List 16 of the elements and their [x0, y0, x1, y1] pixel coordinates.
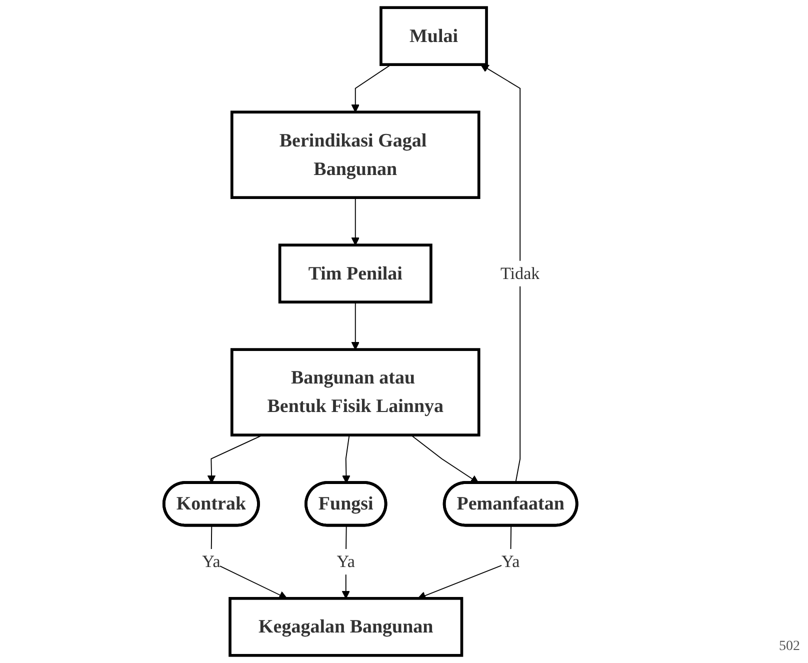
page-number: 502	[779, 639, 800, 655]
edge-label: Ya	[501, 552, 520, 571]
arrow	[410, 434, 478, 484]
edge-label: Ya	[336, 552, 355, 571]
arrow	[350, 197, 360, 246]
edge-label: Ya	[202, 552, 220, 571]
node-box: Kegagalan Bangunan	[228, 596, 463, 657]
arrow	[350, 302, 360, 350]
arrow	[342, 434, 350, 484]
node-box: Mulai	[379, 6, 488, 66]
node-box: Berindikasi Gagal Bangunan	[230, 110, 480, 199]
node-box: Tim Penilai	[278, 244, 432, 304]
edge-label: Tidak	[500, 264, 540, 283]
arrow	[480, 64, 520, 484]
arrow	[350, 64, 392, 112]
node-box: Bangunan atau Bentuk Fisik Lainnya	[230, 348, 480, 436]
